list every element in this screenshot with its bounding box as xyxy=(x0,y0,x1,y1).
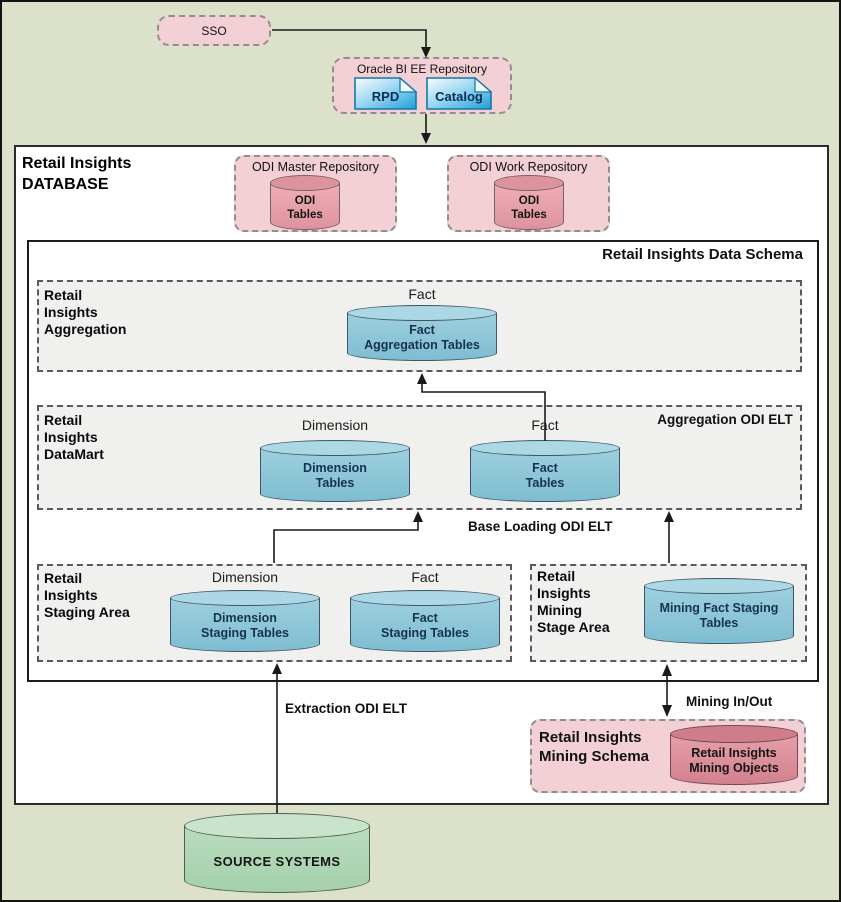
staging-dimension-category-label: Dimension xyxy=(211,569,279,585)
cylinder-top xyxy=(494,175,564,191)
cylinder-top xyxy=(184,813,370,839)
odi-master-repository-title: ODI Master Repository xyxy=(251,160,380,174)
data-schema-title: Retail Insights Data Schema xyxy=(602,246,803,263)
fact-tables-cylinder: Fact Tables xyxy=(470,440,620,502)
cylinder-top xyxy=(644,578,794,594)
database-title: Retail Insights DATABASE xyxy=(22,155,132,193)
dimension-staging-tables-cylinder: Dimension Staging Tables xyxy=(170,590,320,652)
datamart-dimension-category-label: Dimension xyxy=(301,417,369,433)
mining-stage-area-section-title: Retail Insights Mining Stage Area xyxy=(537,568,610,635)
extraction-odi-elt-label: Extraction ODI ELT xyxy=(285,701,408,716)
rpd-document-icon: RPD xyxy=(354,77,417,110)
sso-node: SSO xyxy=(157,15,271,46)
odi-work-repository-title: ODI Work Repository xyxy=(469,160,588,174)
dimension-tables-cylinder: Dimension Tables xyxy=(260,440,410,502)
fact-staging-tables-label: Fact Staging Tables xyxy=(381,610,469,641)
mining-schema-title: Retail Insights Mining Schema xyxy=(539,729,650,765)
odi-work-tables-cylinder: ODI Tables xyxy=(494,175,564,230)
datamart-section xyxy=(37,405,802,510)
staging-fact-category-label: Fact xyxy=(411,569,439,585)
datamart-fact-category-label: Fact xyxy=(531,417,559,433)
cylinder-top xyxy=(350,590,500,606)
datamart-section-title: Retail Insights DataMart xyxy=(44,412,104,462)
dimension-staging-tables-label: Dimension Staging Tables xyxy=(201,610,289,641)
catalog-label: Catalog xyxy=(435,89,483,104)
odi-master-tables-label: ODI Tables xyxy=(287,194,323,221)
cylinder-body xyxy=(170,598,320,652)
fact-staging-tables-cylinder: Fact Staging Tables xyxy=(350,590,500,652)
catalog-document-icon: Catalog xyxy=(426,77,492,110)
odi-master-tables-cylinder: ODI Tables xyxy=(270,175,340,230)
fact-aggregation-tables-cylinder: Fact Aggregation Tables xyxy=(347,305,497,361)
cylinder-body xyxy=(470,448,620,502)
odi-work-tables-label: ODI Tables xyxy=(511,194,547,221)
aggregation-section-title: Retail Insights Aggregation xyxy=(44,287,127,337)
cylinder-top xyxy=(270,175,340,191)
dimension-tables-label: Dimension Tables xyxy=(303,460,367,491)
mining-inout-label: Mining In/Out xyxy=(686,694,773,709)
cylinder-body xyxy=(347,313,497,361)
cylinder-top xyxy=(347,305,497,321)
cylinder-body xyxy=(644,586,794,644)
source-systems-label: SOURCE SYSTEMS xyxy=(213,854,341,870)
obiee-repository-title: Oracle BI EE Repository xyxy=(356,62,488,76)
sso-to-obiee-connector xyxy=(272,29,427,47)
cylinder-top xyxy=(670,725,798,743)
cylinder-body xyxy=(350,598,500,652)
cylinder-top xyxy=(260,440,410,456)
sso-label: SSO xyxy=(201,23,227,38)
mining-fact-staging-tables-label: Mining Fact Staging Tables xyxy=(659,600,779,631)
fact-aggregation-tables-label: Fact Aggregation Tables xyxy=(364,322,480,353)
fact-tables-label: Fact Tables xyxy=(525,460,565,491)
rpd-label: RPD xyxy=(371,89,400,104)
cylinder-top xyxy=(170,590,320,606)
cylinder-body xyxy=(270,183,340,230)
aggregation-fact-category-label: Fact xyxy=(408,286,436,302)
aggregation-odi-elt-label: Aggregation ODI ELT xyxy=(657,412,793,427)
mining-objects-cylinder: Retail Insights Mining Objects xyxy=(670,725,798,785)
cylinder-body xyxy=(260,448,410,502)
mining-fact-staging-tables-cylinder: Mining Fact Staging Tables xyxy=(644,578,794,644)
arrowhead-down xyxy=(421,133,431,144)
staging-area-section-title: Retail Insights Staging Area xyxy=(44,570,130,620)
source-systems-cylinder: SOURCE SYSTEMS xyxy=(184,813,370,893)
base-loading-odi-elt-label: Base Loading ODI ELT xyxy=(468,519,613,534)
mining-objects-label: Retail Insights Mining Objects xyxy=(689,745,779,776)
